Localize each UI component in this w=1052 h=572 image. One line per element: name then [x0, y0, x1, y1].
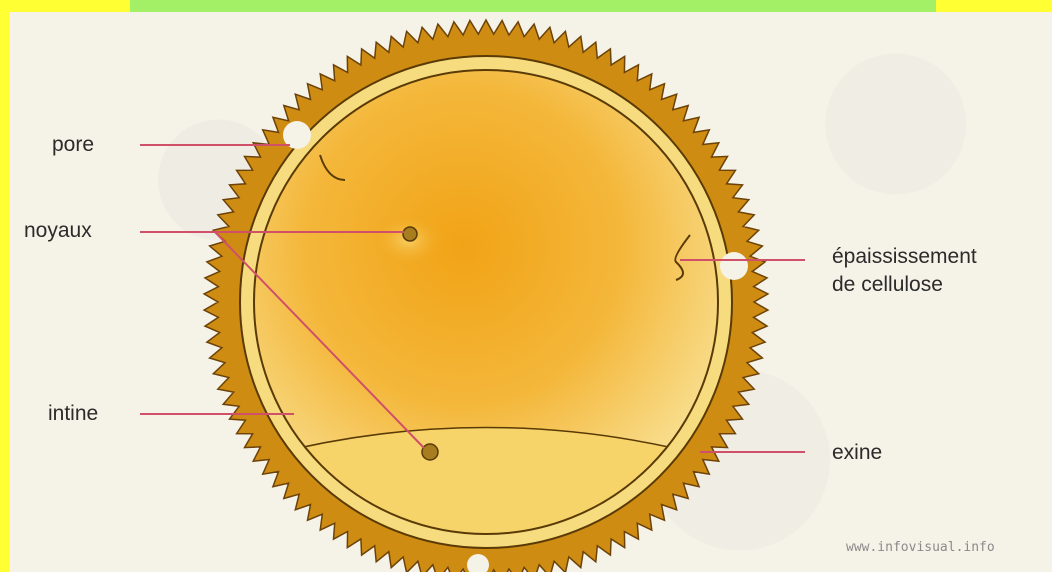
label-intine: intine [48, 401, 98, 427]
label-noyaux: noyaux [24, 218, 92, 244]
label-epaississement-line1: épaississement [832, 244, 977, 270]
label-exine: exine [832, 440, 882, 466]
nucleus-lower [422, 444, 438, 460]
label-pore: pore [52, 132, 94, 158]
nucleus-upper [403, 227, 417, 241]
label-epaississement-line2: de cellulose [832, 272, 943, 298]
pore-notch-right [720, 252, 748, 280]
watermark: www.infovisual.info [846, 540, 995, 555]
